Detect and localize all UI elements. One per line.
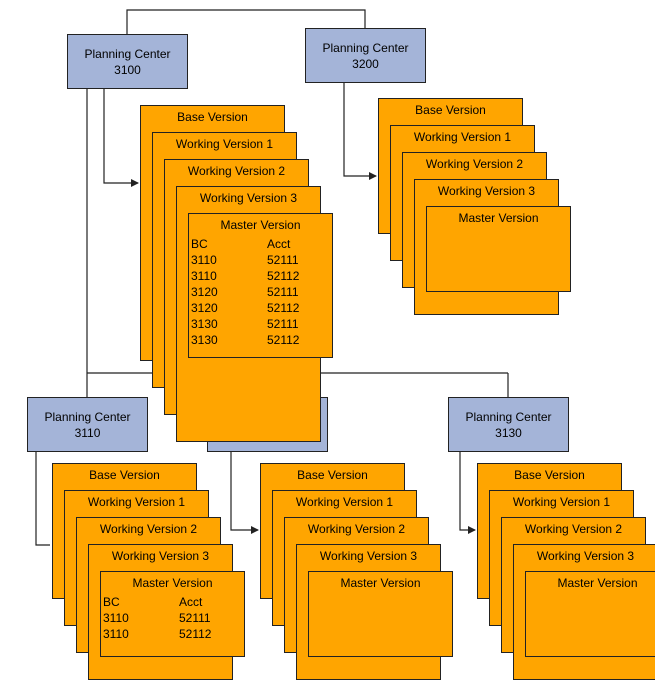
link-3110-versions: [35, 452, 50, 546]
bc-cell: 3130: [191, 317, 218, 331]
acct-cell: 52112: [267, 269, 300, 283]
bc-cell: 3110: [103, 611, 129, 625]
version-title: Working Version 3: [199, 191, 298, 205]
version-title: Master Version: [340, 576, 421, 590]
version-title: Working Version 3: [111, 549, 210, 563]
bc-cell: 3110: [191, 269, 217, 283]
planning-center-title: Planning Center: [84, 46, 171, 61]
version-title: Working Version 1: [413, 130, 512, 144]
version-card-master-version-3130: Master Version: [525, 571, 655, 657]
acct-cell: 52111: [267, 253, 299, 267]
version-title: Working Version 3: [437, 184, 536, 198]
planning-center-code: 3110: [74, 425, 101, 440]
planning-center-title: Planning Center: [465, 409, 552, 424]
version-title: Base Version: [89, 468, 160, 482]
version-card-master-version-3200: Master Version: [426, 206, 571, 292]
acct-cell: 52111: [267, 285, 299, 299]
column-header: BC: [103, 595, 120, 609]
table-row: 3110 52111: [103, 610, 211, 626]
version-card-master-version-3120: Master Version: [308, 571, 453, 657]
table-row: 3130 52112: [191, 332, 299, 348]
bc-cell: 3120: [191, 301, 218, 315]
table-row: 3110 52112: [103, 626, 211, 642]
column-header: Acct: [179, 595, 203, 609]
version-title: Working Version 2: [307, 522, 406, 536]
table-header-row: BC Acct: [103, 594, 211, 610]
table-row: 3110 52111: [191, 252, 299, 268]
bc-cell: 3130: [191, 333, 218, 347]
planning-center-code: 3130: [495, 425, 522, 440]
acct-cell: 52111: [267, 317, 299, 331]
arrow-3120-versions: [230, 452, 259, 534]
bc-cell: 3110: [103, 627, 129, 641]
table-row: 3110 52112: [191, 268, 299, 284]
version-title: Base Version: [177, 110, 248, 124]
version-title: Base Version: [297, 468, 368, 482]
planning-center-title: Planning Center: [322, 40, 409, 55]
table-row: 3120 52112: [191, 300, 299, 316]
version-title: Master Version: [557, 576, 638, 590]
arrow-3200-versions: [343, 83, 377, 180]
master-version-table: BC Acct 3110 52111 3110 52112: [103, 594, 211, 642]
acct-cell: 52112: [179, 627, 212, 641]
planning-center-code: 3200: [352, 56, 379, 71]
acct-cell: 52111: [179, 611, 211, 625]
version-title: Working Version 1: [87, 495, 186, 509]
arrow-3130-versions: [459, 452, 476, 534]
table-header-row: BC Acct: [191, 236, 299, 252]
version-title: Working Version 1: [295, 495, 394, 509]
version-title: Working Version 2: [187, 164, 286, 178]
planning-center-title: Planning Center: [44, 409, 131, 424]
table-row: 3130 52111: [191, 316, 299, 332]
bc-cell: 3110: [191, 253, 217, 267]
bc-cell: 3120: [191, 285, 218, 299]
acct-cell: 52112: [267, 333, 300, 347]
version-title: Working Version 3: [319, 549, 418, 563]
table-row: 3120 52111: [191, 284, 299, 300]
version-title: Master Version: [132, 576, 213, 590]
column-header: BC: [191, 237, 208, 251]
acct-cell: 52112: [267, 301, 300, 315]
version-title: Working Version 2: [425, 157, 524, 171]
arrow-3100-versions: [103, 89, 139, 187]
column-header: Acct: [267, 237, 291, 251]
version-title: Working Version 2: [524, 522, 623, 536]
version-title: Master Version: [220, 218, 301, 232]
top-link-line: [126, 9, 366, 34]
version-title: Master Version: [458, 211, 539, 225]
version-title: Base Version: [514, 468, 585, 482]
master-version-table: BC Acct 3110 52111 3110 52112 3120 52111 3120 521…: [191, 236, 299, 348]
version-title: Working Version 3: [536, 549, 635, 563]
version-title: Working Version 1: [512, 495, 611, 509]
version-title: Base Version: [415, 103, 486, 117]
planning-center-code: 3100: [114, 62, 141, 77]
version-title: Working Version 1: [175, 137, 274, 151]
version-title: Working Version 2: [99, 522, 198, 536]
